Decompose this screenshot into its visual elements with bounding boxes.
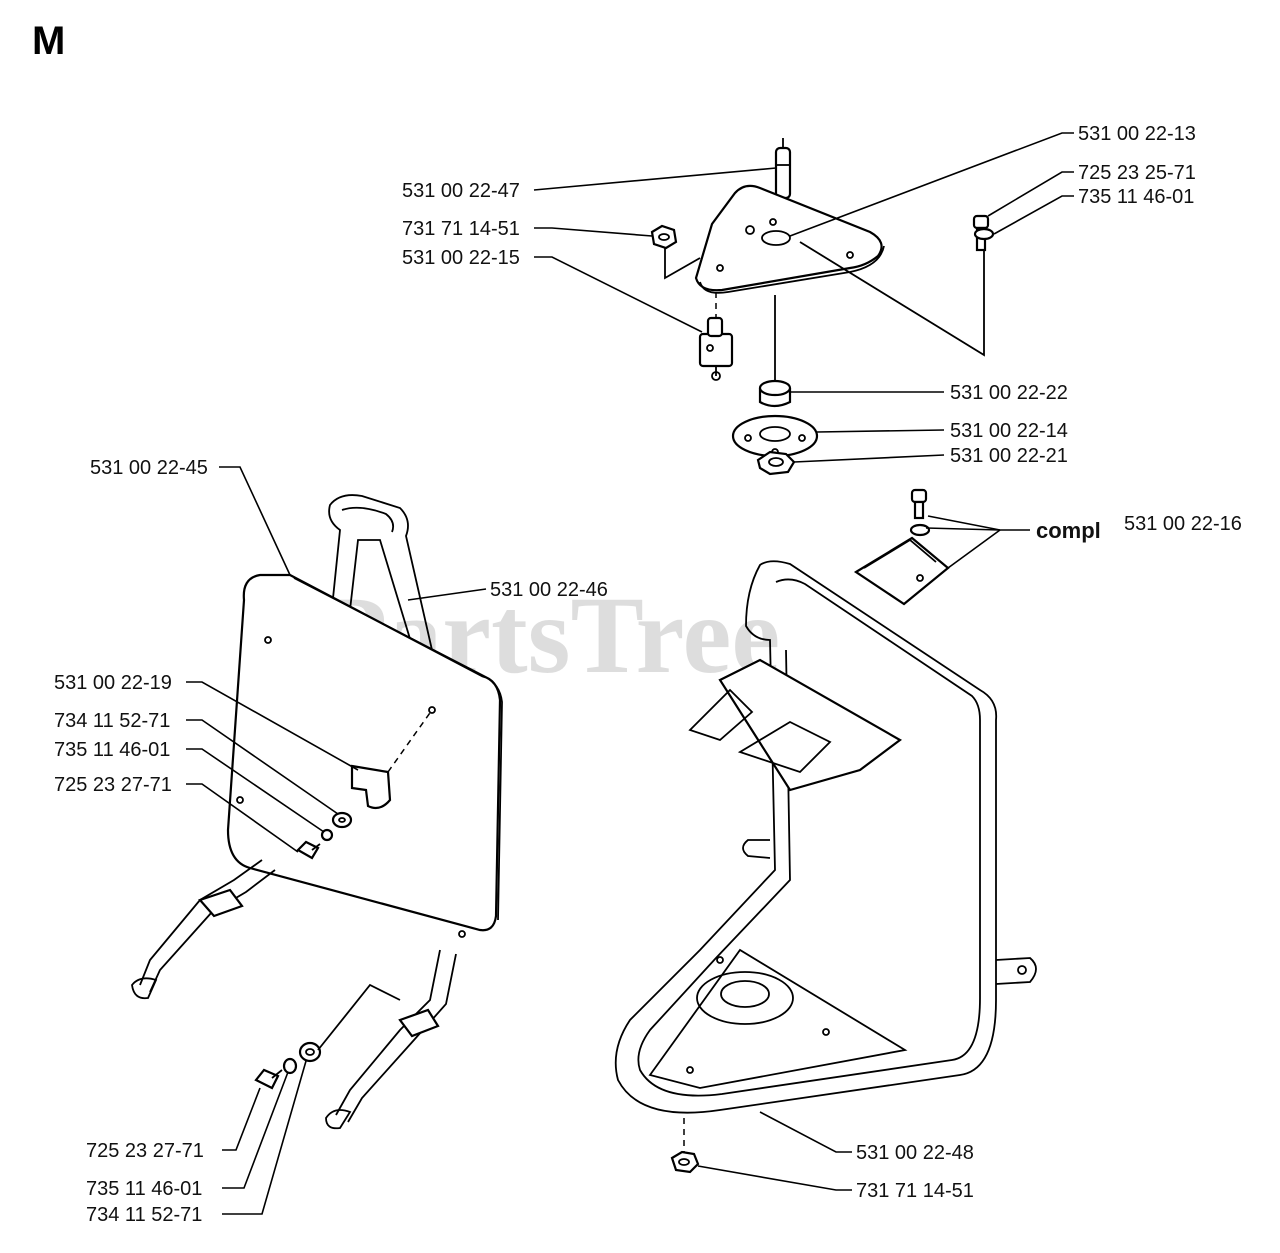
leader-lines (186, 132, 1074, 1215)
part-washer-top[interactable] (973, 227, 995, 241)
label-531-00-22-19: 531 00 22-19 (54, 672, 172, 694)
label-734-11-52-71-bottom: 734 11 52-71 (86, 1204, 202, 1226)
part-bushing[interactable] (758, 379, 792, 408)
section-letter: M (32, 19, 65, 63)
part-lockwasher-backrest[interactable] (320, 828, 334, 842)
label-531-00-22-45: 531 00 22-45 (90, 457, 208, 479)
label-735-11-46-01-top: 735 11 46-01 (1078, 186, 1194, 208)
part-nut-flange[interactable] (756, 450, 796, 476)
part-labels: 531 00 22-13 531 00 22-47 725 23 25-71 7… (54, 123, 1242, 1226)
part-handle[interactable] (328, 494, 434, 653)
part-bracket[interactable] (350, 709, 433, 810)
label-531-00-22-46: 531 00 22-46 (490, 579, 608, 601)
part-screw-backrest[interactable] (296, 840, 321, 860)
part-connector[interactable] (698, 316, 734, 381)
label-725-23-27-71-top: 725 23 27-71 (54, 774, 172, 796)
part-nut-bottom[interactable] (670, 1118, 700, 1174)
label-531-00-22-14: 531 00 22-14 (950, 420, 1068, 442)
part-lockwasher-bottom[interactable] (282, 1057, 298, 1075)
part-spindle[interactable] (774, 138, 792, 200)
label-compl-prefix: compl (1036, 518, 1101, 543)
backrest-assembly (131, 494, 503, 1130)
label-531-00-22-21: 531 00 22-21 (950, 445, 1068, 467)
label-531-00-22-47: 531 00 22-47 (402, 180, 520, 202)
label-734-11-52-71-top: 734 11 52-71 (54, 710, 170, 732)
label-531-00-22-13: 531 00 22-13 (1078, 123, 1196, 145)
label-725-23-25-71: 725 23 25-71 (1078, 162, 1196, 184)
part-flange[interactable] (731, 414, 819, 458)
part-screw-bottom[interactable] (254, 1068, 283, 1090)
label-725-23-27-71-bottom: 725 23 27-71 (86, 1140, 204, 1162)
part-strap-left[interactable] (131, 859, 276, 1000)
label-531-00-22-15: 531 00 22-15 (402, 247, 520, 269)
part-strap-right[interactable] (325, 949, 457, 1130)
label-531-00-22-48: 531 00 22-48 (856, 1142, 974, 1164)
label-731-71-14-51-bottom: 731 71 14-51 (856, 1180, 974, 1202)
part-nut-top[interactable] (650, 224, 678, 250)
label-731-71-14-51-top: 731 71 14-51 (402, 218, 520, 240)
part-washer-backrest[interactable] (331, 811, 353, 829)
part-clamp[interactable] (853, 488, 950, 606)
label-735-11-46-01-bottom: 735 11 46-01 (86, 1178, 202, 1200)
label-531-00-22-22: 531 00 22-22 (950, 382, 1068, 404)
label-531-00-22-16: 531 00 22-16 (1124, 513, 1242, 535)
mount-plate-assembly (650, 138, 995, 476)
part-backrest[interactable] (226, 573, 503, 938)
frame-assembly (614, 488, 1037, 1174)
part-frame[interactable] (614, 560, 1037, 1114)
label-735-11-46-01-mid: 735 11 46-01 (54, 739, 170, 761)
part-washer-bottom[interactable] (298, 1041, 322, 1063)
